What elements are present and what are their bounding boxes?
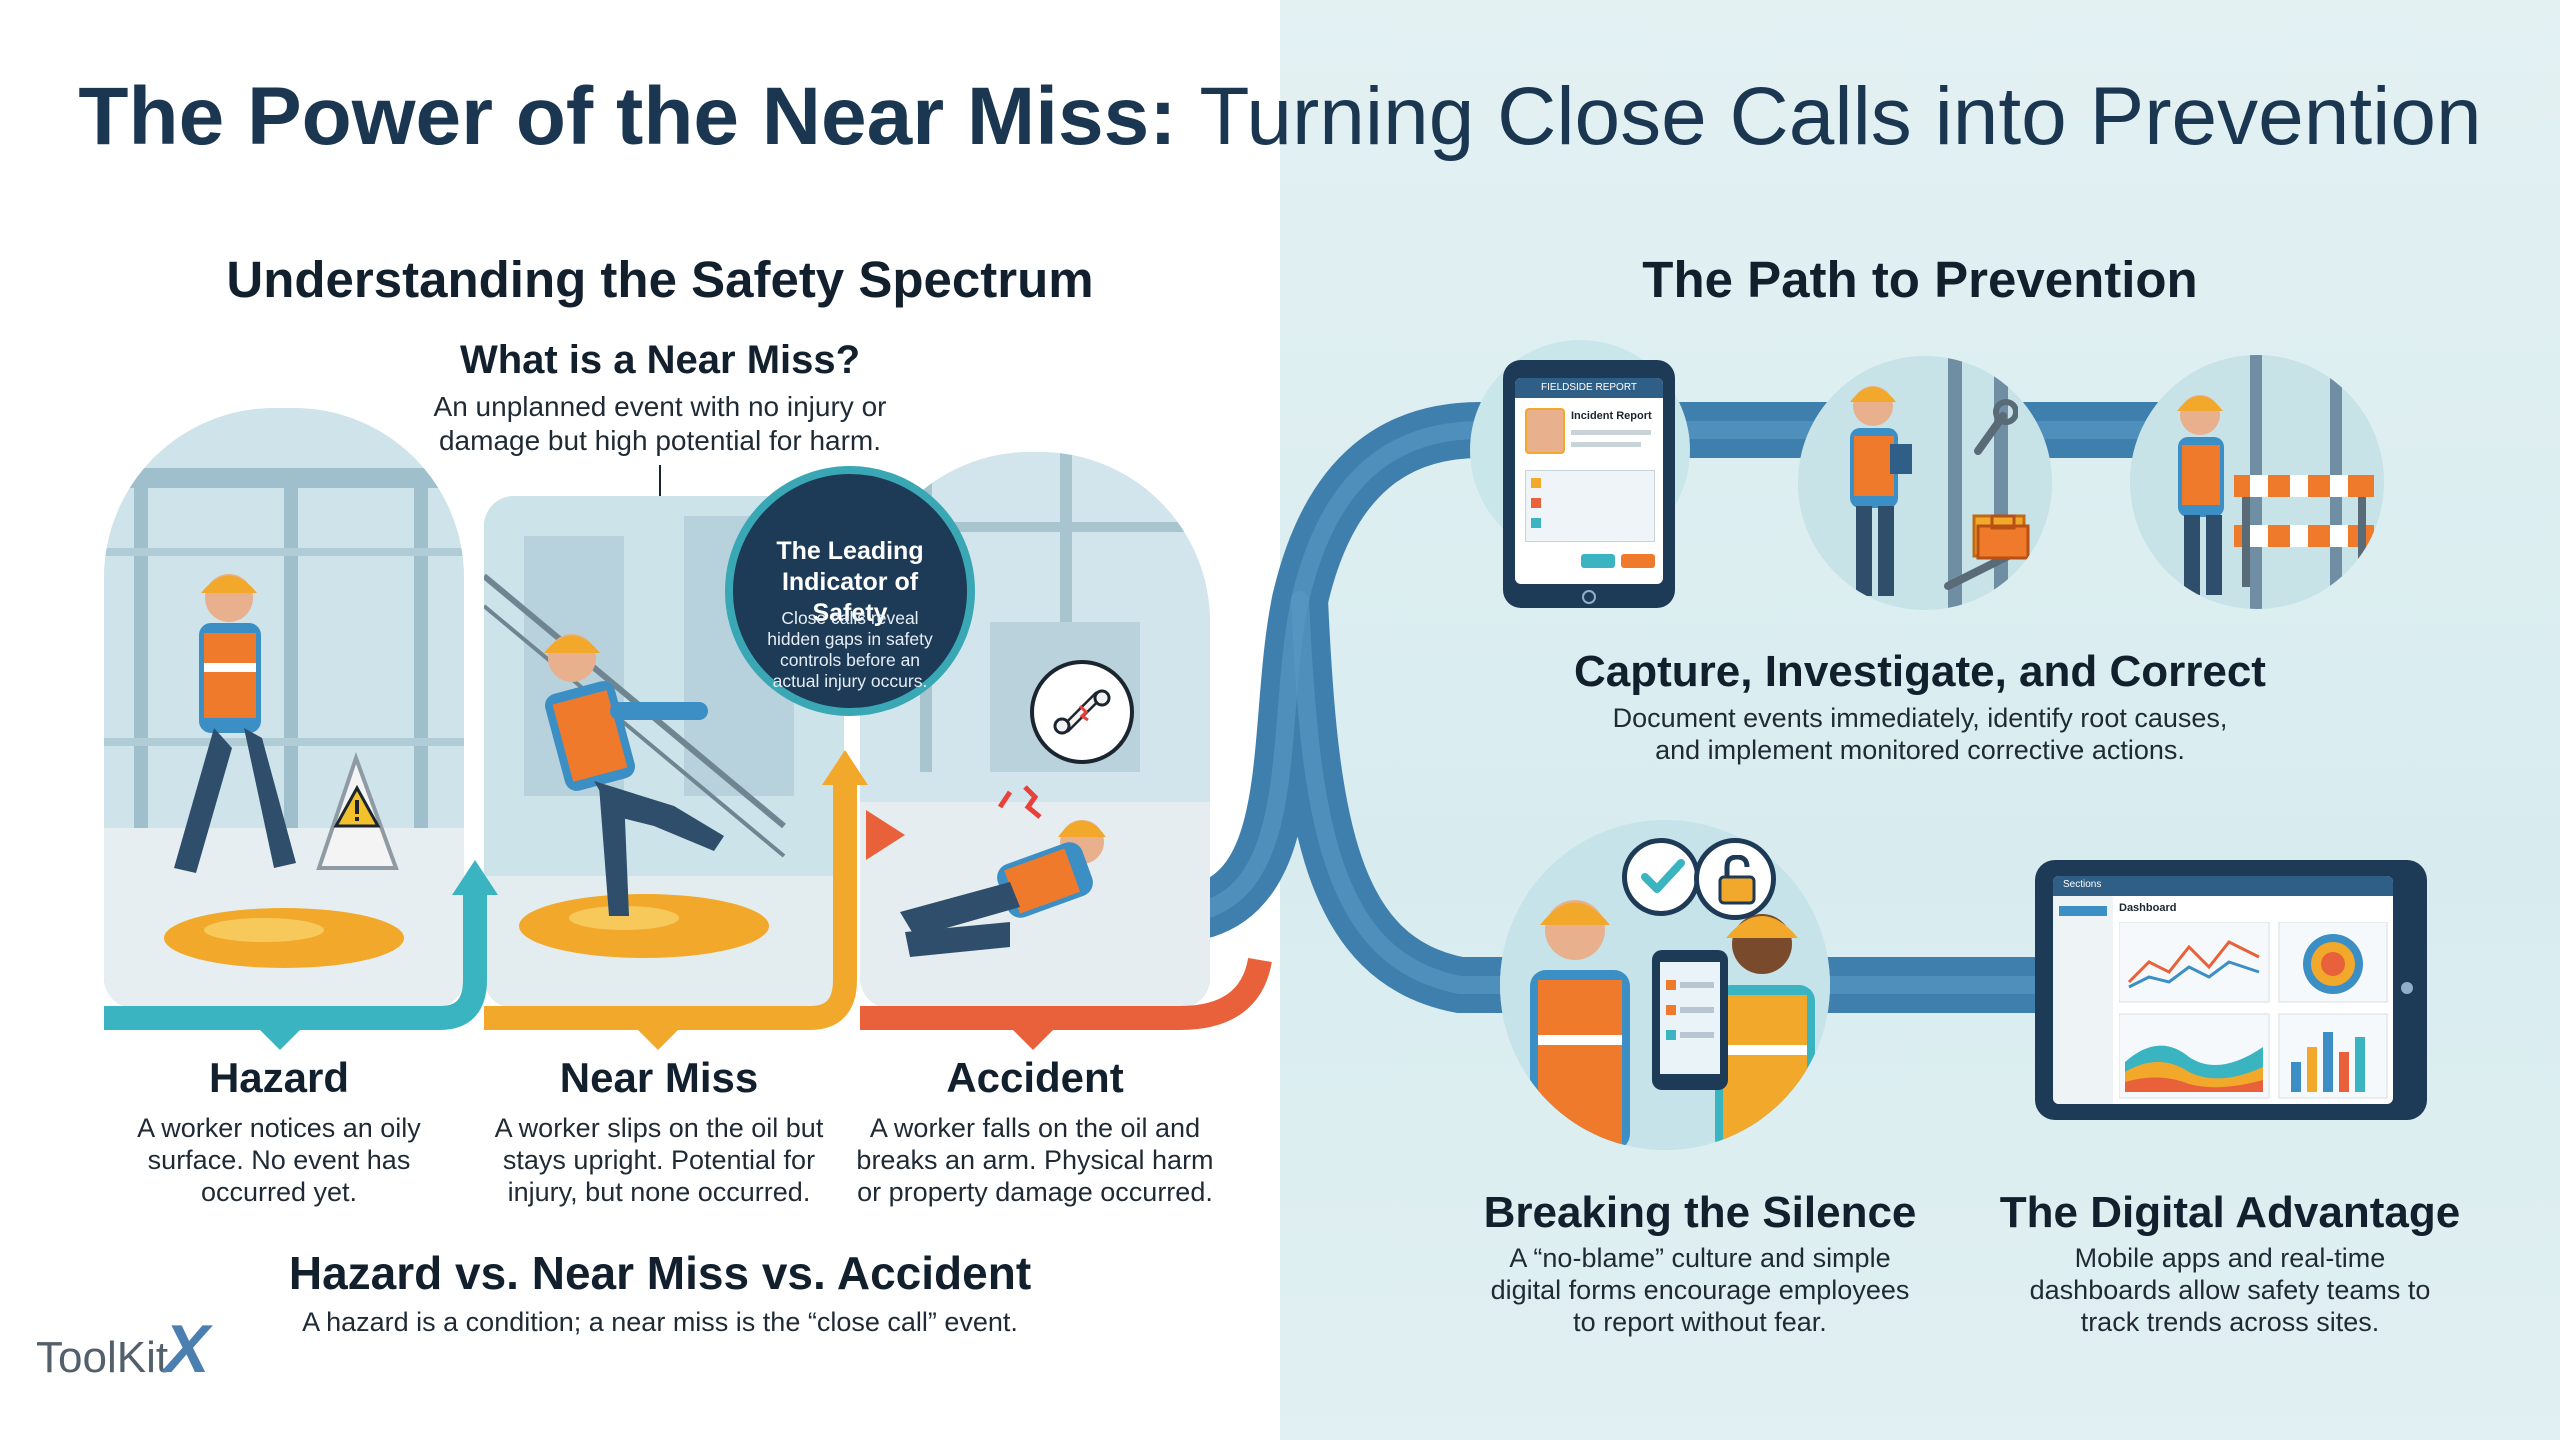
warning-icon — [333, 784, 381, 828]
incident-report-tablet: FIELDSIDE REPORT Incident Report — [1503, 360, 1675, 608]
reporter-avatar — [1525, 408, 1565, 454]
digital-advantage-title: The Digital Advantage — [1999, 1188, 2461, 1237]
bone-icon — [1053, 689, 1111, 735]
tablet-submit-button — [1581, 554, 1615, 568]
capture-text: Document events immediately, identify ro… — [1612, 703, 2228, 765]
right-background — [1280, 0, 2560, 1440]
hazard-panel — [104, 408, 464, 1008]
wrench-icon — [1974, 399, 2018, 455]
dashboard-sidebar — [2053, 896, 2113, 1104]
correct-circle — [2130, 355, 2384, 609]
toolkit-logo: ToolKitX — [36, 1310, 209, 1388]
tablet-line — [1571, 430, 1651, 435]
tablet-form — [1525, 470, 1655, 542]
stage-text-near-miss: A worker slips on the oil but stays upri… — [494, 1113, 824, 1207]
near-miss-definition-title: What is a Near Miss? — [459, 338, 861, 382]
leading-indicator-badge: The Leading Indicator of Safety Close ca… — [725, 466, 975, 716]
safety-spectrum-heading: Understanding the Safety Spectrum — [226, 251, 1094, 308]
hazard-scene — [104, 408, 464, 1008]
stage-text-hazard: A worker notices an oily surface. No eve… — [137, 1113, 421, 1207]
dashboard-title: Dashboard — [2119, 902, 2177, 914]
tablet-header: FIELDSIDE REPORT — [1515, 378, 1663, 398]
investigate-scene — [1798, 356, 2052, 610]
tablet-checkbox — [1531, 518, 1541, 528]
path-to-prevention-heading: The Path to Prevention — [1642, 251, 2198, 308]
near-miss-definition-text: An unplanned event with no injury or dam… — [433, 391, 887, 456]
investigate-circle — [1798, 356, 2052, 610]
stage-label-hazard: Hazard — [208, 1054, 350, 1101]
tablet-line — [1571, 442, 1641, 447]
tablet-title: Incident Report — [1571, 410, 1652, 422]
check-icon — [1641, 859, 1685, 893]
title-bold: The Power of the Near Miss: — [78, 71, 1177, 162]
breaking-silence-title: Breaking the Silence — [1483, 1188, 1917, 1237]
dashboard-home-button — [2401, 982, 2413, 994]
badge-title: The Leading Indicator of Safety — [776, 537, 924, 627]
stage-label-accident: Accident — [946, 1054, 1124, 1101]
capture-title: Capture, Investigate, and Correct — [1574, 647, 2266, 696]
dashboard-charts — [2119, 922, 2388, 1099]
title-light: Turning Close Calls into Prevention — [1199, 71, 2482, 162]
stage-text-accident: A worker falls on the oil and breaks an … — [856, 1113, 1214, 1207]
logo-mark: X — [164, 1311, 210, 1387]
tablet-checkbox — [1531, 498, 1541, 508]
bone-speech-bubble — [1030, 660, 1134, 764]
tablet-checkbox — [1531, 478, 1541, 488]
dashboard-tab: Sections — [2063, 879, 2102, 890]
tablet-cancel-button — [1621, 554, 1655, 568]
page-title: The Power of the Near Miss: Turning Clos… — [0, 62, 2560, 172]
check-speech-bubble — [1622, 838, 1700, 916]
comparison-title: Hazard vs. Near Miss vs. Accident — [288, 1247, 1032, 1299]
toolbox-icon — [1976, 514, 2030, 560]
padlock-icon — [1718, 855, 1756, 905]
breaking-silence-scene — [1500, 820, 1830, 1150]
dashboard-sidebar-item — [2059, 906, 2107, 916]
padlock-speech-bubble — [1694, 838, 1776, 920]
dashboard-tablet: Sections Dashboard — [2035, 860, 2427, 1120]
comparison-text: A hazard is a condition; a near miss is … — [302, 1307, 1018, 1337]
dashboard-screen: Sections Dashboard — [2053, 876, 2393, 1104]
breaking-silence-text: A “no-blame” culture and simple digital … — [1490, 1243, 1910, 1337]
stage-arrows — [104, 750, 1272, 1050]
badge-text: Close calls reveal hidden gaps in safety… — [767, 608, 933, 691]
digital-advantage-text: Mobile apps and real-time dashboards all… — [2029, 1243, 2431, 1337]
stage-label-near-miss: Near Miss — [559, 1054, 759, 1101]
logo-text: ToolKit — [36, 1333, 169, 1382]
tablet-home-button — [1582, 590, 1596, 604]
dashboard-header-bar — [2053, 876, 2393, 896]
tablet-screen: FIELDSIDE REPORT Incident Report — [1515, 378, 1663, 584]
correct-scene — [2130, 355, 2384, 609]
